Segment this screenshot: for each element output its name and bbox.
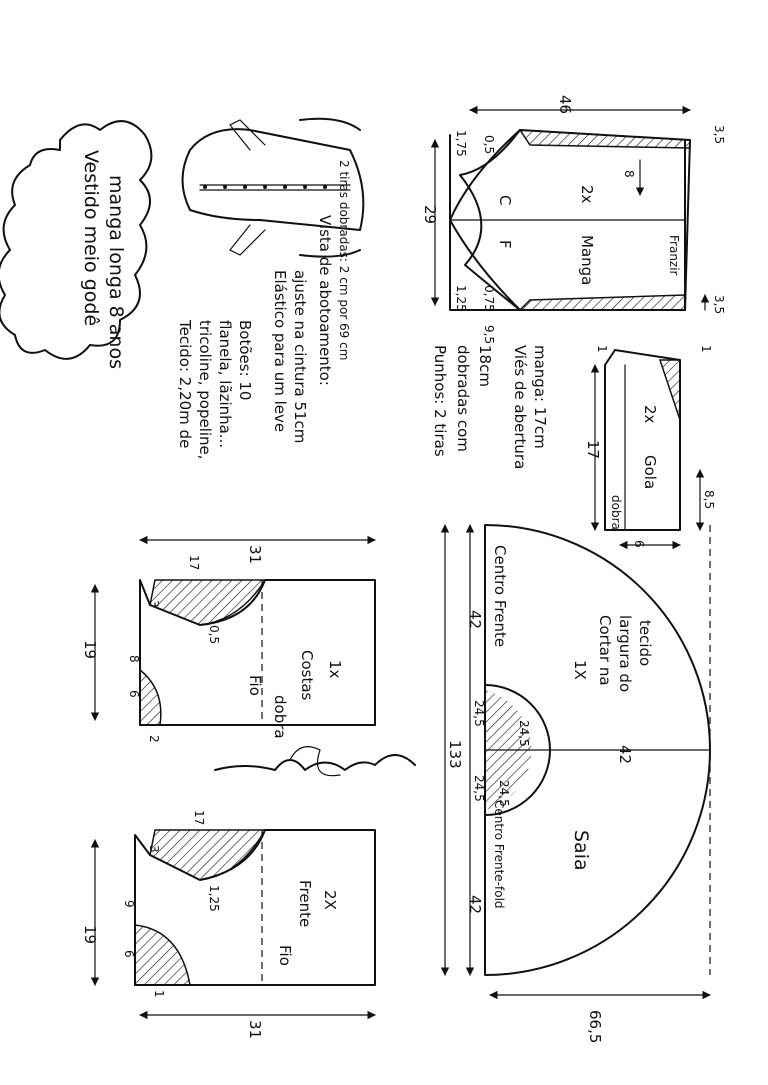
fabric-line-2: tricoline, popeline, — [196, 320, 214, 460]
back-piece — [90, 535, 376, 726]
collar-piece — [590, 349, 705, 550]
bias-line-2: manga: 17cm — [531, 345, 549, 449]
facing-line-2: 2 tiras dobradas: 2 cm por 69 cm — [337, 160, 351, 360]
sleeve-letter-c: C — [496, 195, 514, 205]
skirt-piece — [440, 524, 711, 1000]
fabric-line-3: flanela, lãzinha... — [216, 320, 234, 448]
skirt-center-front-bottom: Centro Frente-fold — [492, 800, 506, 909]
back-grain: Fio — [246, 675, 264, 696]
front-width: 31 — [246, 1020, 264, 1039]
skirt-r42-a: 42 — [466, 610, 484, 629]
skirt-hem: 66,5 — [586, 1010, 604, 1043]
sleeve-height-label: 29 — [421, 205, 439, 224]
bias-line-1: Viés de abertura — [511, 345, 529, 469]
sleeve-dim-8: 8 — [622, 170, 636, 178]
sleeve-dim-05: 0,5 — [482, 135, 496, 154]
collar-width: 8,5 — [702, 490, 716, 509]
front-dim-9: 9 — [122, 900, 136, 908]
collar-length: 17 — [584, 440, 602, 459]
front-count: 2X — [321, 890, 339, 910]
collar-dim-1a: 1 — [595, 345, 609, 353]
sleeve-name: Manga — [578, 235, 596, 285]
front-dim-17: 17 — [192, 810, 206, 825]
front-piece — [90, 829, 376, 1020]
front-dim-125: 1,25 — [207, 885, 221, 912]
sleeve-dim-125: 1,25 — [454, 285, 468, 312]
sleeve-dim-35-top: 3,5 — [712, 125, 726, 144]
front-dim-1: 1 — [152, 990, 166, 998]
back-width: 31 — [246, 545, 264, 564]
sleeve-gather: Franzir — [667, 235, 681, 276]
skirt-total: 133 — [446, 740, 464, 769]
sleeve-dim-175: 1,75 — [454, 130, 468, 157]
skirt-center-front-top: Centro Frente — [491, 545, 509, 647]
front-dim-6: 6 — [122, 950, 136, 958]
sleeve-width-label: 46 — [556, 95, 574, 114]
cuffs-line-3: 18cm — [476, 345, 494, 387]
front-dim-3: 3 — [147, 845, 161, 853]
collar-count: 2x — [641, 405, 659, 424]
cuffs-line-1: Punhos: 2 tiras — [431, 345, 449, 457]
sleeve-count: 2x — [578, 185, 596, 204]
skirt-cut-2: largura do — [616, 615, 634, 692]
cuffs-line-2: dobradas com — [454, 345, 472, 452]
title-line-2: manga longa 8 anos — [105, 175, 127, 369]
skirt-r245-a: 24,5 — [472, 700, 486, 727]
front-grain: Fio — [276, 945, 294, 966]
back-dim-05: 0,5 — [207, 625, 221, 644]
skirt-cut-1: Cortar na — [596, 615, 614, 686]
skirt-r245-c: 24,5 — [517, 720, 531, 747]
back-count: 1x — [326, 660, 344, 679]
collar-height: 6 — [632, 540, 646, 548]
elastic-line-2: ajuste na cintura 51cm — [291, 270, 309, 443]
sleeve-letter-f: F — [496, 240, 514, 249]
skirt-r245-d: 24,5 — [497, 780, 511, 807]
skirt-r42-b: 42 — [466, 895, 484, 914]
skirt-name: Saia — [570, 830, 592, 871]
skirt-cut-3: tecido — [636, 620, 654, 666]
skirt-count: 1X — [571, 660, 589, 680]
back-dim-6: 6 — [127, 690, 141, 698]
title-line-1: Vestido meio godê — [80, 150, 102, 326]
dress-sketch — [181, 117, 365, 258]
skirt-r42-c: 42 — [616, 745, 634, 764]
back-length: 19 — [81, 640, 99, 659]
front-name: Frente — [296, 880, 314, 927]
back-name: Costas — [298, 650, 316, 701]
back-dim-3: 3 — [147, 600, 161, 608]
sleeve-dim-95: 9,5 — [482, 325, 496, 344]
collar-name: Gola — [641, 455, 659, 489]
facing-line-1: Vista de abotoamento: — [316, 215, 334, 386]
back-dim-17: 17 — [187, 555, 201, 570]
back-dim-8: 8 — [127, 655, 141, 663]
collar-fold: dobra — [609, 495, 623, 530]
title-cloud — [0, 120, 153, 360]
back-fold: dobra — [271, 695, 289, 739]
buttons-text: Botões: 10 — [236, 320, 254, 400]
elastic-line-1: Elástico para um leve — [271, 270, 289, 432]
collar-dim-1b: 1 — [699, 345, 713, 353]
sleeve-piece — [430, 105, 710, 311]
sleeve-dim-075: 0,75 — [482, 285, 496, 312]
skirt-r245-b: 24,5 — [472, 775, 486, 802]
signature — [214, 746, 416, 777]
sleeve-dim-35-bottom: 3,5 — [712, 295, 726, 314]
fabric-line-1: Tecido: 2,20m de — [176, 319, 194, 448]
back-dim-2: 2 — [147, 735, 161, 743]
front-length: 19 — [81, 925, 99, 944]
